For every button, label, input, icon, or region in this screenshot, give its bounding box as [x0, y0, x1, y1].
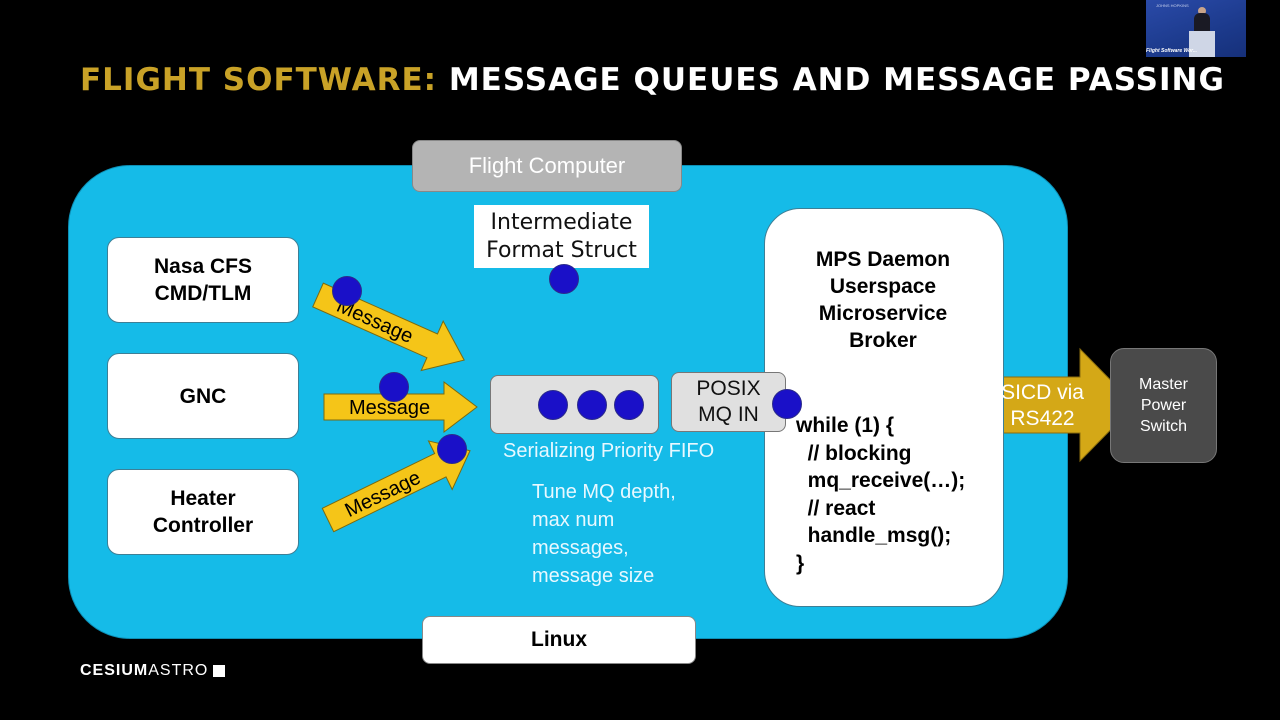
component-label: Heater Controller	[152, 487, 254, 537]
master-power-switch: Master Power Switch	[1110, 348, 1217, 463]
code-line: }	[796, 551, 805, 575]
code-line: // react	[796, 496, 876, 520]
code-line: while (1) {	[796, 414, 895, 437]
flight-computer-label: Flight Computer	[412, 140, 682, 192]
component-gnc: GNC	[107, 353, 299, 439]
fifo-message-dot	[577, 390, 607, 420]
posix-mq-in: POSIX MQ IN	[671, 372, 786, 432]
intermediate-format-text: Intermediate Format Struct	[486, 209, 637, 263]
sicd-label: SICD via RS422	[980, 380, 1105, 432]
logo-light: ASTRO	[148, 662, 209, 679]
intermediate-format-struct-label: Intermediate Format Struct	[474, 205, 649, 268]
mps-daemon-title: MPS Daemon Userspace Microservice Broker	[764, 246, 1002, 354]
master-power-switch-label: Master Power Switch	[1139, 376, 1188, 435]
fifo-label: Serializing Priority FIFO	[503, 440, 715, 462]
pip-org-text: JOHNS HOPKINS	[1156, 3, 1189, 8]
podium	[1189, 31, 1215, 57]
posix-message-dot	[772, 389, 802, 419]
message-dot-bottom	[437, 434, 467, 464]
tuning-note-text: Tune MQ depth, max num messages, message…	[532, 481, 676, 587]
title-prefix: FLIGHT SOFTWARE:	[80, 62, 438, 98]
code-line: mq_receive(…);	[796, 469, 966, 492]
fifo-message-dot	[614, 390, 644, 420]
component-label: Nasa CFS CMD/TLM	[153, 255, 253, 305]
logo-square-icon	[213, 665, 226, 677]
message-dot-middle	[379, 372, 409, 402]
daemon-title-text: MPS Daemon Userspace Microservice Broker	[815, 248, 951, 352]
component-heater-controller: Heater Controller	[107, 469, 299, 555]
message-arrow-middle: Message	[323, 380, 478, 434]
title-main: MESSAGE QUEUES AND MESSAGE PASSING	[448, 62, 1225, 98]
mps-daemon-box	[764, 208, 1004, 607]
fifo-tuning-note: Tune MQ depth, max num messages, message…	[532, 478, 707, 590]
speaker-figure	[1194, 13, 1210, 33]
component-label: GNC	[179, 384, 227, 408]
struct-message-dot	[549, 264, 579, 294]
pip-caption: Flight Software Wor...	[1146, 48, 1198, 54]
component-nasa-cfs: Nasa CFS CMD/TLM	[107, 237, 299, 323]
message-dot-top	[332, 276, 362, 306]
daemon-code-block: while (1) { // blocking mq_receive(…); /…	[796, 412, 965, 577]
sicd-label-text: SICD via RS422	[1001, 381, 1084, 430]
linux-label: Linux	[422, 616, 696, 664]
fifo-message-dot	[538, 390, 568, 420]
posix-mq-label: POSIX MQ IN	[696, 377, 761, 426]
slide-title: FLIGHT SOFTWARE: MESSAGE QUEUES AND MESS…	[80, 62, 1225, 98]
logo-bold: CESIUM	[80, 662, 149, 679]
speaker-head	[1198, 7, 1206, 15]
code-line: // blocking	[796, 441, 912, 465]
speaker-video-thumbnail[interactable]: JOHNS HOPKINS Flight Software Wor...	[1146, 0, 1246, 57]
code-line: handle_msg();	[796, 524, 952, 547]
arrow-label: Message	[349, 397, 430, 419]
